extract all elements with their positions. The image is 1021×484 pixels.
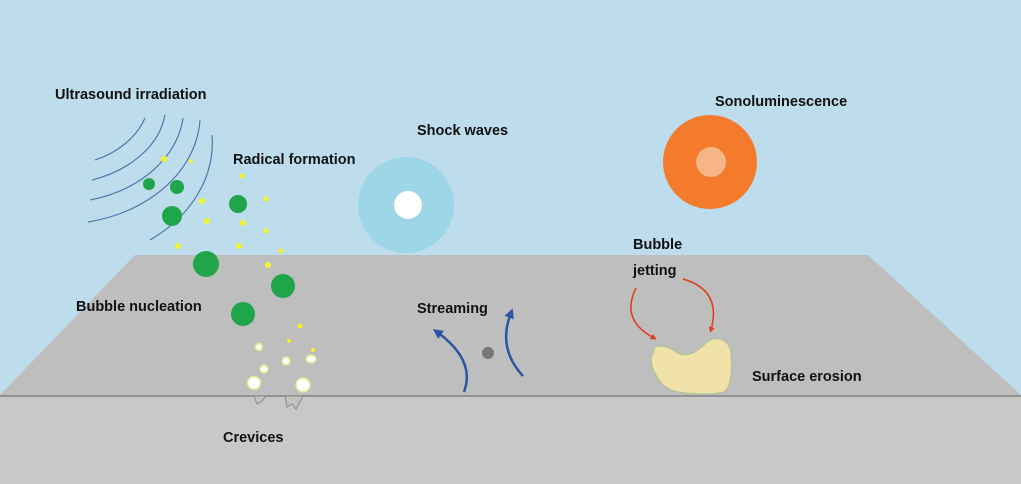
ultrasound-wave-arcs [87, 114, 213, 241]
shock-waves-label: Shock waves [417, 123, 509, 139]
surface-top-plane [0, 255, 1021, 395]
wave-arc-4 [87, 119, 201, 223]
radical-dots [161, 156, 315, 352]
jetting-arrow-left [630, 287, 657, 340]
crevice [284, 395, 304, 410]
jetting-label: jetting [633, 263, 677, 279]
wave-arc-5 [149, 134, 213, 241]
shock-wave-core [394, 191, 422, 219]
crevices-label: Crevices [223, 430, 284, 446]
radical-dot [263, 196, 269, 202]
bubble [143, 178, 155, 190]
crevice [253, 395, 268, 405]
streaming-particle [482, 347, 494, 359]
bubble [231, 302, 255, 326]
green-bubbles [143, 178, 295, 326]
sonoluminescence-inner [696, 147, 726, 177]
radical-dot [239, 173, 245, 179]
radical-dot [161, 156, 167, 162]
streaming-arrow-right [504, 308, 524, 377]
radical-dot [175, 243, 181, 249]
surface-front-face [0, 395, 1021, 484]
white-bubble [254, 342, 264, 352]
white-bubble [259, 364, 269, 374]
streaming-label: Streaming [417, 301, 488, 317]
streaming-arrow-left [432, 329, 469, 393]
white-bubble [305, 354, 317, 364]
jetting-arrows [630, 278, 715, 340]
surface-erosion-label: Surface erosion [752, 369, 862, 385]
radical-dot [263, 228, 269, 234]
bubble [162, 206, 182, 226]
radical-dot [297, 323, 303, 329]
surface-erosion-shape [650, 338, 732, 395]
radical-dot [311, 348, 315, 352]
wave-arc-1 [94, 117, 146, 161]
crevices [253, 395, 304, 410]
white-bubble [246, 375, 262, 391]
bubble [193, 251, 219, 277]
radical-dot [278, 248, 284, 254]
bubble [170, 180, 184, 194]
radical-dot [189, 159, 193, 163]
streaming-arrows [432, 308, 524, 393]
wave-arc-3 [89, 117, 184, 201]
white-bubble [281, 356, 291, 366]
bubble [229, 195, 247, 213]
bubble-label: Bubble [633, 237, 683, 253]
wave-arc-2 [91, 114, 166, 181]
radical-dot [199, 198, 205, 204]
sonoluminescence-label: Sonoluminescence [715, 94, 848, 110]
jetting-arrow-right [682, 278, 715, 333]
shock-wave [358, 157, 454, 253]
white-bubble [295, 377, 311, 393]
radical-dot [204, 218, 210, 224]
radical-dot [240, 220, 246, 226]
radical-dot [236, 243, 242, 249]
white-bubbles [246, 342, 317, 393]
ultrasound-irradiation-label: Ultrasound irradiation [55, 87, 207, 103]
radical-formation-label: Radical formation [233, 152, 356, 168]
radical-dot [265, 262, 271, 268]
radical-dot [287, 339, 291, 343]
sonoluminescence-flare [663, 115, 757, 209]
bubble-nucleation-label: Bubble nucleation [76, 299, 202, 315]
bubble [271, 274, 295, 298]
